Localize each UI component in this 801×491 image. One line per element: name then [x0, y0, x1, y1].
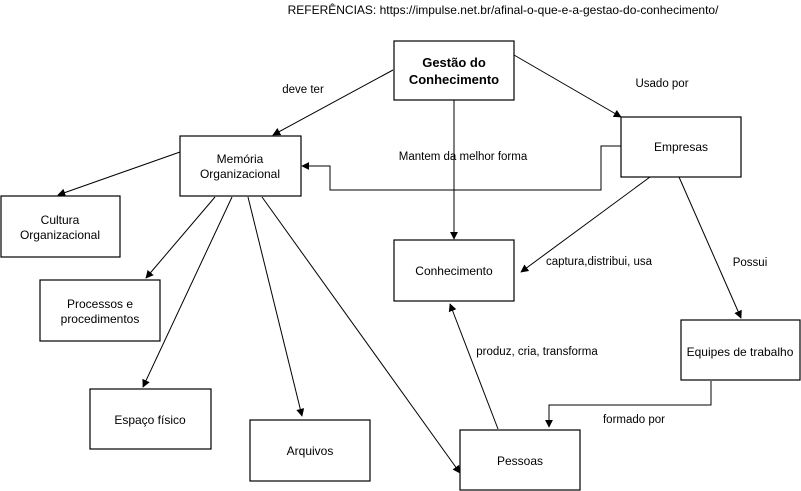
node-pessoas: Pessoas [459, 429, 581, 491]
node-gestao-line-2: Conhecimento [409, 72, 499, 87]
edge-memoria-cultura [57, 151, 181, 197]
edge-memoria-pessoas [261, 196, 461, 474]
node-equipes-line-1: Equipes de trabalho [687, 345, 794, 359]
label-deve-ter: deve ter [282, 84, 324, 96]
edge-empresas-memoria [301, 145, 621, 191]
node-conhecimento: Conhecimento [393, 239, 515, 302]
label-usado-por: Usado por [635, 78, 688, 90]
node-gestao: Gestão do Conhecimento [393, 40, 515, 101]
node-gestao-line-1: Gestão do [422, 55, 486, 70]
node-processos-line-1: Processos e [67, 297, 133, 311]
node-pessoas-line-1: Pessoas [497, 454, 543, 468]
edge-memoria-arquivos [247, 196, 305, 417]
edge-empresas-equipes [678, 176, 742, 319]
node-arquivos-line-1: Arquivos [287, 444, 334, 458]
node-espaco: Espaço físico [89, 388, 212, 450]
edge-pessoas-conhecimento [448, 303, 499, 430]
label-formado-por: formado por [603, 414, 665, 426]
node-espaco-line-1: Espaço físico [114, 413, 186, 427]
label-produz: produz, cria, transforma [476, 346, 598, 358]
node-empresas: Empresas [620, 116, 742, 178]
node-processos-line-2: procedimentos [61, 312, 140, 326]
node-cultura-line-2: Organizacional [20, 228, 100, 242]
label-mantem: Mantem da melhor forma [399, 151, 528, 163]
edge-empresas-conhecimento [520, 176, 651, 273]
node-processos: Processos e procedimentos [39, 279, 161, 342]
edge-memoria-processos [145, 196, 216, 279]
node-memoria-line-2: Organizacional [200, 167, 280, 181]
node-cultura-line-1: Cultura [41, 213, 80, 227]
label-captura: captura,distribui, usa [546, 256, 653, 268]
label-possui: Possui [733, 257, 768, 269]
node-empresas-line-1: Empresas [654, 140, 708, 154]
node-arquivos: Arquivos [249, 419, 371, 482]
edge-equipes-pessoas [545, 381, 712, 428]
edge-labels: deve ter Usado por Mantem da melhor form… [282, 78, 767, 426]
edge-memoria-espaco [142, 196, 233, 388]
node-cultura: Cultura Organizacional [0, 195, 121, 258]
node-conhecimento-line-1: Conhecimento [415, 264, 493, 278]
edge-gestao-empresas [513, 54, 622, 118]
node-equipes: Equipes de trabalho [680, 319, 801, 381]
node-memoria-line-1: Memória [217, 152, 264, 166]
node-memoria: Memória Organizacional [179, 135, 302, 197]
edges [57, 54, 742, 474]
references-text: REFERÊNCIAS: https://impulse.net.br/afin… [288, 2, 720, 17]
edge-gestao-memoria [272, 69, 394, 136]
